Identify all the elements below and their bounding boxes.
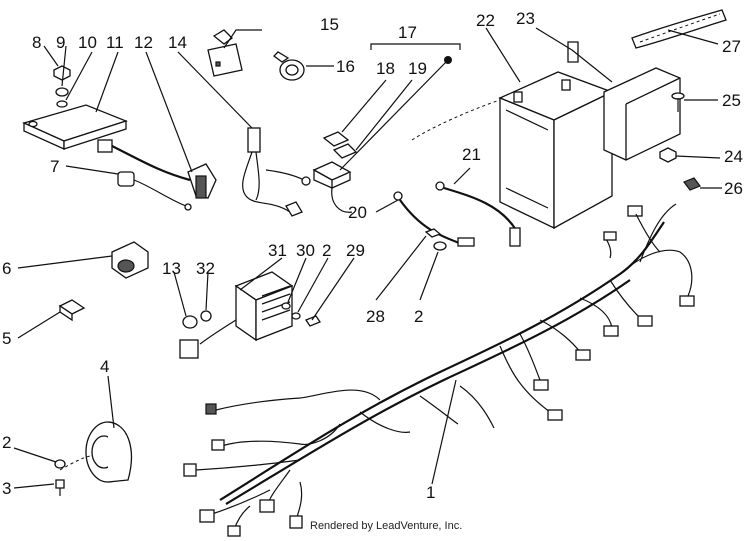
label-17: 17: [398, 23, 417, 42]
label-28: 28: [366, 307, 385, 326]
part-15-relay: [207, 29, 243, 77]
part-12-spark-plug-cap: [111, 145, 217, 199]
part-1-wiring-harness: [183, 203, 695, 537]
label-15: 15: [320, 15, 339, 34]
part-11-cdi-unit: [22, 104, 128, 153]
part-7-connector: [117, 171, 192, 211]
label-30: 30: [296, 241, 315, 260]
part-2-washer-a: [291, 312, 301, 320]
label-3: 3: [2, 479, 11, 498]
label-2-b: 2: [414, 307, 423, 326]
label-5: 5: [2, 329, 11, 348]
label-22: 22: [476, 11, 495, 30]
part-8-screw: [53, 65, 71, 81]
part-21-battery-cable: [435, 181, 521, 247]
label-14: 14: [168, 33, 187, 52]
label-7: 7: [50, 157, 59, 176]
part-30-washer: [281, 302, 291, 310]
part-6-sensor: [111, 241, 149, 279]
part-31-regulator: [179, 271, 294, 359]
label-24: 24: [724, 147, 743, 166]
label-25: 25: [722, 91, 741, 110]
label-2-c: 2: [2, 433, 11, 452]
label-31: 31: [268, 241, 287, 260]
label-12: 12: [134, 33, 153, 52]
part-24-nut: [659, 147, 677, 163]
label-18: 18: [376, 59, 395, 78]
label-9: 9: [56, 33, 65, 52]
part-32-nut: [200, 310, 212, 322]
label-20: 20: [348, 203, 367, 222]
guide-line-battery: [411, 99, 501, 141]
label-23: 23: [516, 9, 535, 28]
label-29: 29: [346, 241, 365, 260]
label-32: 32: [196, 259, 215, 278]
label-4: 4: [100, 357, 109, 376]
part-13-grommet: [182, 315, 198, 329]
guide-line-horn: [59, 455, 91, 471]
label-21: 21: [462, 145, 481, 164]
part-2-washer-c: [54, 459, 66, 469]
part-23-battery-tray: [567, 41, 681, 161]
part-9-washer: [55, 87, 69, 97]
label-2-a: 2: [322, 241, 331, 260]
part-14-pickup-lead: [242, 127, 311, 217]
label-8: 8: [32, 33, 41, 52]
part-10-nut: [56, 100, 68, 108]
part-2-washer-b: [433, 241, 447, 251]
label-19: 19: [408, 59, 427, 78]
label-1: 1: [426, 483, 435, 502]
part-25-bolt: [671, 92, 685, 112]
render-credit: Rendered by LeadVenture, Inc.: [310, 520, 463, 532]
part-28-bolt: [424, 228, 442, 238]
part-5-fuse: [58, 299, 86, 322]
label-27: 27: [722, 37, 741, 56]
part-20-battery-cable: [393, 191, 475, 247]
part-29-bolt: [305, 315, 321, 327]
leader-lines: [13, 27, 722, 489]
part-27-strap: [631, 9, 727, 49]
part-18-19-fuse-holder: [312, 131, 358, 213]
label-13: 13: [162, 259, 181, 278]
part-3-screw: [55, 479, 65, 496]
part-26-clip: [683, 177, 701, 191]
label-6: 6: [2, 259, 11, 278]
label-10: 10: [78, 33, 97, 52]
part-4-horn: [85, 421, 132, 483]
part-16-clamp: [273, 51, 305, 81]
label-16: 16: [336, 57, 355, 76]
part-22-battery: [498, 71, 614, 230]
label-26: 26: [724, 179, 743, 198]
label-11: 11: [106, 33, 124, 52]
